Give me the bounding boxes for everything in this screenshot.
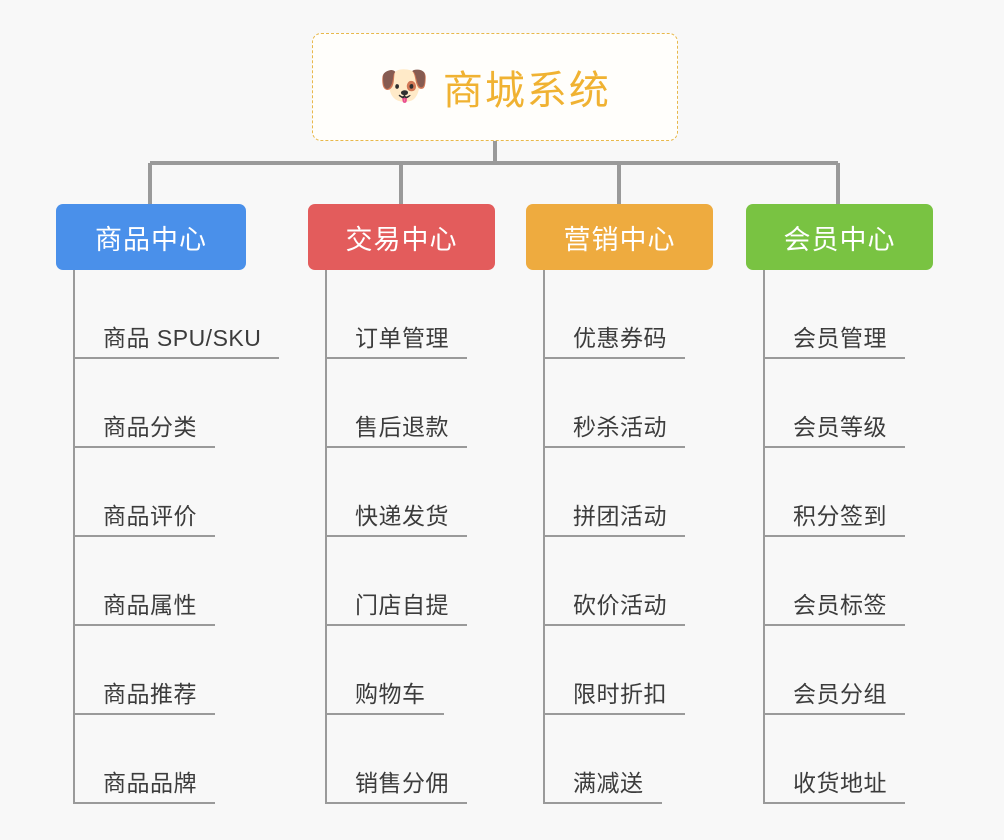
list-item[interactable]: 收货地址 <box>765 715 936 804</box>
list-item[interactable]: 满减送 <box>545 715 716 804</box>
list-item[interactable]: 拼团活动 <box>545 448 716 537</box>
leaf-list-marketing-center: 优惠券码 秒杀活动 拼团活动 砍价活动 限时折扣 满减送 <box>543 270 716 804</box>
list-item[interactable]: 商品评价 <box>75 448 246 537</box>
leaf-label: 商品分类 <box>75 414 215 448</box>
list-item[interactable]: 商品属性 <box>75 537 246 626</box>
list-item[interactable]: 快递发货 <box>327 448 498 537</box>
branch-label: 交易中心 <box>345 224 458 255</box>
leaf-label: 会员管理 <box>765 325 905 359</box>
list-item[interactable]: 订单管理 <box>327 270 498 359</box>
list-item[interactable]: 商品品牌 <box>75 715 246 804</box>
root-node-shop-system[interactable]: 🐶 商城系统 <box>312 33 678 141</box>
leaf-label: 优惠券码 <box>545 325 685 359</box>
list-item[interactable]: 砍价活动 <box>545 537 716 626</box>
root-node-label: 商城系统 <box>442 69 611 113</box>
leaf-label: 快递发货 <box>327 503 467 537</box>
leaf-label: 会员分组 <box>765 681 905 715</box>
leaf-label: 满减送 <box>545 770 662 804</box>
leaf-label: 商品评价 <box>75 503 215 537</box>
list-item[interactable]: 门店自提 <box>327 537 498 626</box>
list-item[interactable]: 会员等级 <box>765 359 936 448</box>
branch-label: 商品中心 <box>95 224 207 255</box>
leaf-label: 限时折扣 <box>545 681 685 715</box>
leaf-list-trade-center: 订单管理 售后退款 快递发货 门店自提 购物车 销售分佣 <box>325 270 498 804</box>
leaf-label: 会员标签 <box>765 592 905 626</box>
branch-product-center: 商品中心 商品 SPU/SKU 商品分类 商品评价 商品属性 商品推荐 商品品牌 <box>56 204 280 804</box>
branch-header-marketing-center[interactable]: 营销中心 <box>526 204 713 270</box>
branch-header-member-center[interactable]: 会员中心 <box>746 204 933 270</box>
leaf-label: 售后退款 <box>327 414 467 448</box>
leaf-list-product-center: 商品 SPU/SKU 商品分类 商品评价 商品属性 商品推荐 商品品牌 <box>73 270 280 804</box>
list-item[interactable]: 会员标签 <box>765 537 936 626</box>
list-item[interactable]: 秒杀活动 <box>545 359 716 448</box>
list-item[interactable]: 销售分佣 <box>327 715 498 804</box>
list-item[interactable]: 会员管理 <box>765 270 936 359</box>
list-item[interactable]: 商品分类 <box>75 359 246 448</box>
leaf-label: 购物车 <box>327 681 444 715</box>
leaf-list-member-center: 会员管理 会员等级 积分签到 会员标签 会员分组 收货地址 <box>763 270 936 804</box>
list-item[interactable]: 会员分组 <box>765 626 936 715</box>
branch-marketing-center: 营销中心 优惠券码 秒杀活动 拼团活动 砍价活动 限时折扣 满减送 <box>526 204 716 804</box>
list-item[interactable]: 限时折扣 <box>545 626 716 715</box>
leaf-label: 积分签到 <box>765 503 905 537</box>
leaf-label: 门店自提 <box>327 592 467 626</box>
leaf-label: 商品属性 <box>75 592 215 626</box>
leaf-label: 砍价活动 <box>545 592 685 626</box>
branch-header-product-center[interactable]: 商品中心 <box>56 204 246 270</box>
list-item[interactable]: 商品 SPU/SKU <box>75 270 280 359</box>
leaf-label: 商品推荐 <box>75 681 215 715</box>
branch-label: 营销中心 <box>563 224 676 255</box>
list-item[interactable]: 积分签到 <box>765 448 936 537</box>
leaf-label: 商品 SPU/SKU <box>75 325 280 359</box>
leaf-label: 商品品牌 <box>75 770 215 804</box>
leaf-label: 会员等级 <box>765 414 905 448</box>
leaf-label: 拼团活动 <box>545 503 685 537</box>
list-item[interactable]: 售后退款 <box>327 359 498 448</box>
branch-trade-center: 交易中心 订单管理 售后退款 快递发货 门店自提 购物车 销售分佣 <box>308 204 498 804</box>
branch-member-center: 会员中心 会员管理 会员等级 积分签到 会员标签 会员分组 收货地址 <box>746 204 936 804</box>
list-item[interactable]: 购物车 <box>327 626 498 715</box>
leaf-label: 收货地址 <box>765 770 905 804</box>
branch-header-trade-center[interactable]: 交易中心 <box>308 204 495 270</box>
list-item[interactable]: 商品推荐 <box>75 626 246 715</box>
leaf-label: 订单管理 <box>327 325 467 359</box>
list-item[interactable]: 优惠券码 <box>545 270 716 359</box>
shiba-dog-face-icon: 🐶 <box>379 64 429 108</box>
leaf-label: 销售分佣 <box>327 770 467 804</box>
branch-label: 会员中心 <box>783 224 896 255</box>
leaf-label: 秒杀活动 <box>545 414 685 448</box>
